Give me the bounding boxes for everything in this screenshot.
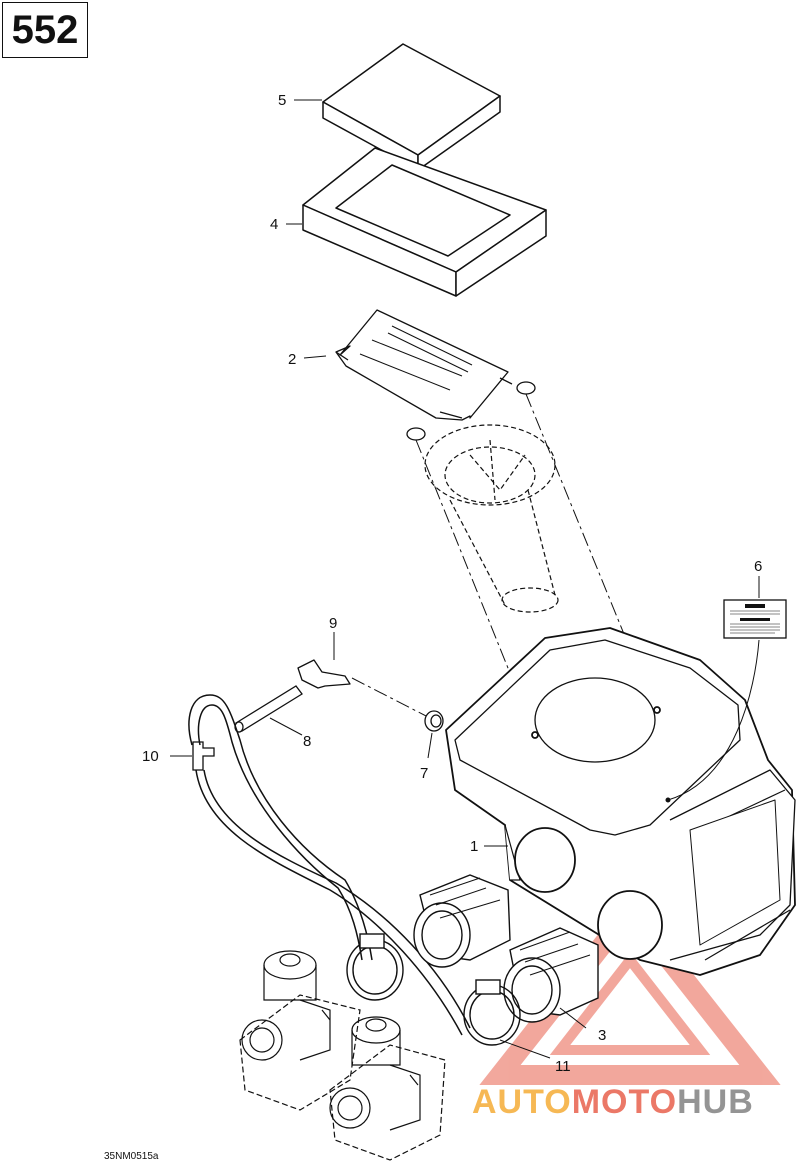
callout-7: 7 — [420, 765, 428, 782]
part-2-plate — [335, 309, 513, 421]
part-9-elbow-fitting — [297, 659, 351, 689]
callout-3: 3 — [598, 1027, 606, 1044]
watermark-text: AUTOMOTOHUB — [472, 1083, 754, 1121]
part-6-caution-label — [723, 599, 787, 639]
filter-cone-dashed — [424, 424, 559, 613]
watermark-text-auto: AUTO — [472, 1083, 572, 1121]
callout-6: 6 — [754, 558, 762, 575]
grommet-pair — [406, 381, 536, 441]
callout-4: 4 — [270, 216, 278, 233]
watermark-text-moto: MOTO — [572, 1083, 677, 1121]
page-number: 552 — [11, 7, 79, 52]
part-1-airbox — [445, 627, 796, 976]
callout-10: 10 — [142, 748, 159, 765]
callout-8: 8 — [303, 733, 311, 750]
callout-leader-lines — [170, 99, 760, 1059]
watermark-text-hub: HUB — [677, 1083, 754, 1121]
callout-1: 1 — [470, 838, 478, 855]
carburetor-assembly-reference — [239, 950, 446, 1161]
part-3-carb-adaptors — [413, 874, 599, 1023]
callout-11: 11 — [555, 1058, 571, 1075]
callout-9: 9 — [329, 615, 337, 632]
long-hose-routing — [188, 694, 471, 1036]
callout-5: 5 — [278, 92, 286, 109]
callout-numbers: 5 4 2 6 9 8 10 7 1 3 11 — [142, 92, 762, 1075]
drawing-code: 35NM0515a — [104, 1151, 159, 1162]
page-number-box: 552 — [2, 2, 88, 58]
part-5-filter-pad — [322, 43, 501, 171]
part-4-filter-frame — [302, 147, 547, 297]
part-8-short-hose — [234, 685, 303, 733]
part-11-clamps — [346, 933, 521, 1046]
part-10-tee-fitting — [192, 741, 215, 771]
callout-2: 2 — [288, 351, 296, 368]
part-7-grommet — [424, 710, 444, 732]
